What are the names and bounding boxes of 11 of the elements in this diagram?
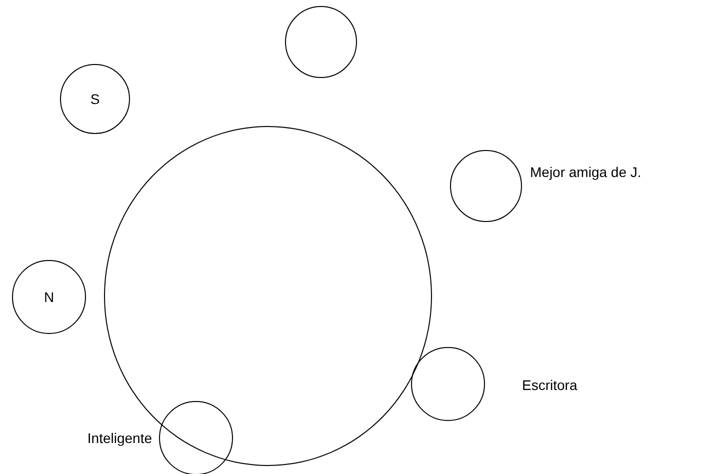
side-label: Mejor amiga de J.	[530, 163, 642, 181]
circle-node	[60, 64, 130, 134]
side-label: Inteligente	[87, 429, 152, 447]
node-label: N	[44, 288, 54, 306]
circle-node	[411, 347, 485, 421]
node-label: S	[90, 90, 100, 108]
circle-node	[159, 401, 233, 474]
circle-node	[285, 6, 357, 78]
circle-node	[12, 260, 86, 334]
side-label: Escritora	[522, 376, 578, 394]
circle-node	[450, 150, 522, 222]
